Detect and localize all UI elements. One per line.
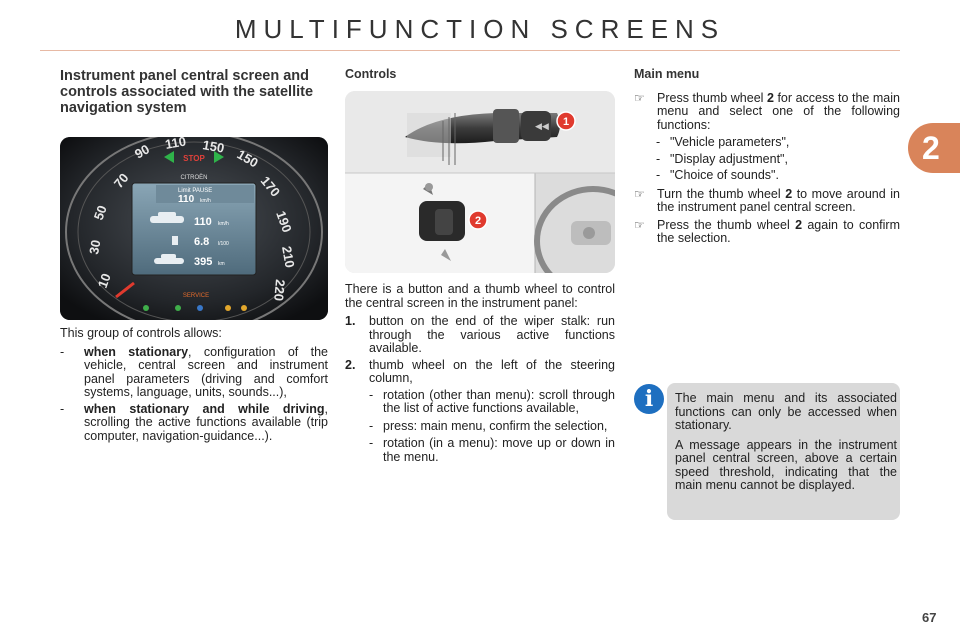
limit-label: Limit PAUSE	[178, 188, 212, 194]
row2-value: 6.8	[194, 236, 209, 248]
bullet-text: for access to the main menu and select o…	[657, 90, 900, 132]
main-menu-heading: Main menu	[634, 67, 700, 81]
main-menu-section: Main menu ☞ Press thumb wheel 2 for acce…	[634, 67, 900, 250]
controls-heading-block: Controls	[345, 67, 615, 82]
svg-text:◀◀: ◀◀	[535, 122, 549, 132]
list-item: ☞ Turn the thumb wheel 2 to move around …	[634, 186, 900, 215]
chapter-number: 2	[922, 130, 940, 166]
item-text: , scrolling the active functions availab…	[84, 401, 328, 443]
gauge-label: 190	[273, 209, 295, 235]
gauge-label: 110	[164, 137, 187, 152]
row2-unit: l/100	[218, 241, 229, 247]
callout-2	[468, 210, 488, 230]
instrument-cluster-image: 10 30 50 70 90 110 150 150 170 190 210 2…	[60, 137, 328, 320]
function-item: "Display adjustment",	[634, 152, 900, 167]
controls-text: There is a button and a thumb wheel to c…	[345, 282, 615, 468]
page-title: MULTIFUNCTION SCREENS	[234, 14, 726, 44]
list-item: 1. button on the end of the wiper stalk:…	[345, 314, 615, 356]
controls-intro: There is a button and a thumb wheel to c…	[345, 282, 615, 310]
controls-image: ◀◀ 1 2	[345, 91, 615, 273]
fuel-pump-icon	[172, 236, 178, 245]
service-label: SERVICE	[183, 293, 209, 299]
item-number: 1.	[345, 314, 356, 328]
sub-list-item: rotation (other than menu): scroll throu…	[345, 388, 615, 416]
screen-header	[156, 185, 254, 203]
indicator-light-icon	[175, 305, 181, 311]
bullet-text: again to confirm the selection.	[657, 217, 900, 245]
function-item: "Choice of sounds".	[634, 168, 900, 183]
central-screen	[131, 182, 257, 276]
brand-logo: CITROËN	[181, 174, 208, 181]
item-text: , configuration of the vehicle, central …	[84, 344, 328, 399]
info-paragraph: A message appears in the instrument pane…	[675, 437, 897, 492]
row3-unit: km	[218, 261, 225, 267]
pointing-hand-icon: ☞	[634, 186, 645, 201]
callout-1-label: 1	[563, 116, 569, 128]
info-paragraph: The main menu and its associated functio…	[675, 391, 897, 432]
speed-value: 110	[178, 194, 195, 205]
bullet-text: Turn the thumb wheel	[657, 186, 786, 201]
gauge-label: 90	[132, 141, 152, 161]
info-text: The main menu and its associated functio…	[675, 391, 897, 499]
gauge-label: 10	[95, 271, 114, 290]
cruise-icon	[441, 249, 451, 261]
list-item: when stationary and while driving, scrol…	[60, 401, 328, 444]
indicator-light-icon	[197, 305, 203, 311]
stop-label: STOP	[183, 154, 205, 163]
item-bold: when stationary	[84, 344, 189, 359]
gauge-label: 210	[279, 245, 298, 269]
info-box	[667, 383, 900, 520]
gauge-label: 220	[271, 279, 288, 302]
sub-list-item: press: main menu, confirm the selection,	[345, 419, 615, 434]
indicator-light-icon	[225, 305, 231, 311]
gauge-label: 50	[91, 203, 110, 222]
controls-photo: ◀◀ 1 2	[345, 91, 615, 273]
bullet-number: 2	[795, 217, 803, 232]
controls-heading: Controls	[345, 67, 397, 81]
instrument-heading-block: Instrument panel central screen and cont…	[60, 68, 328, 116]
light-control-icon	[425, 183, 433, 191]
instrument-text: This group of controls allows: when stat…	[60, 326, 328, 446]
item-text: button on the end of the wiper stalk: ru…	[369, 314, 615, 355]
list-item: ☞ Press thumb wheel 2 for access to the …	[634, 90, 900, 133]
arrow-right-icon	[214, 151, 224, 163]
bullet-text: Press thumb wheel	[657, 90, 767, 105]
speed-unit: km/h	[200, 198, 211, 204]
callout-2-label: 2	[475, 215, 481, 227]
sub-list-item: rotation (in a menu): move up or down in…	[345, 436, 615, 464]
page-number: 67	[922, 610, 937, 625]
function-item: "Vehicle parameters",	[634, 135, 900, 150]
instrument-cluster-photo: 10 30 50 70 90 110 150 150 170 190 210 2…	[60, 137, 328, 320]
pointing-hand-icon: ☞	[634, 217, 645, 232]
item-bold: when stationary and while driving	[84, 401, 325, 416]
list-item: 2. thumb wheel on the left of the steeri…	[345, 357, 615, 386]
indicator-light-icon	[241, 305, 247, 311]
row3-value: 395	[194, 256, 212, 268]
arrow-left-icon	[164, 151, 174, 163]
range-car-icon	[154, 254, 184, 264]
instrument-intro: This group of controls allows:	[60, 326, 222, 340]
callout-1	[556, 111, 576, 131]
info-icon: i	[634, 384, 664, 414]
instrument-heading: Instrument panel central screen and cont…	[60, 68, 314, 116]
item-number: 2.	[345, 357, 356, 372]
gauge-needle	[115, 281, 135, 299]
list-item: ☞ Press the thumb wheel 2 again to confi…	[634, 217, 900, 246]
row1-unit: km/h	[218, 221, 229, 227]
row1-value: 110	[194, 216, 212, 228]
pointing-hand-icon: ☞	[634, 90, 645, 105]
list-item: when stationary, configuration of the ve…	[60, 344, 328, 400]
bullet-text: to move around in the instrument panel c…	[657, 186, 900, 214]
bullet-number: 2	[766, 90, 774, 105]
steering-wheel	[534, 186, 615, 273]
bullet-text: Press the thumb wheel	[657, 217, 796, 232]
item-text: thumb wheel on the left of the steering …	[369, 357, 615, 385]
indicator-light-icon	[143, 305, 149, 311]
gauge-label: 150	[201, 137, 225, 156]
title-divider	[40, 50, 900, 51]
chapter-tab: 2	[908, 123, 960, 173]
gauge-label: 30	[86, 239, 103, 256]
car-icon	[150, 212, 184, 223]
bullet-number: 2	[785, 186, 793, 201]
